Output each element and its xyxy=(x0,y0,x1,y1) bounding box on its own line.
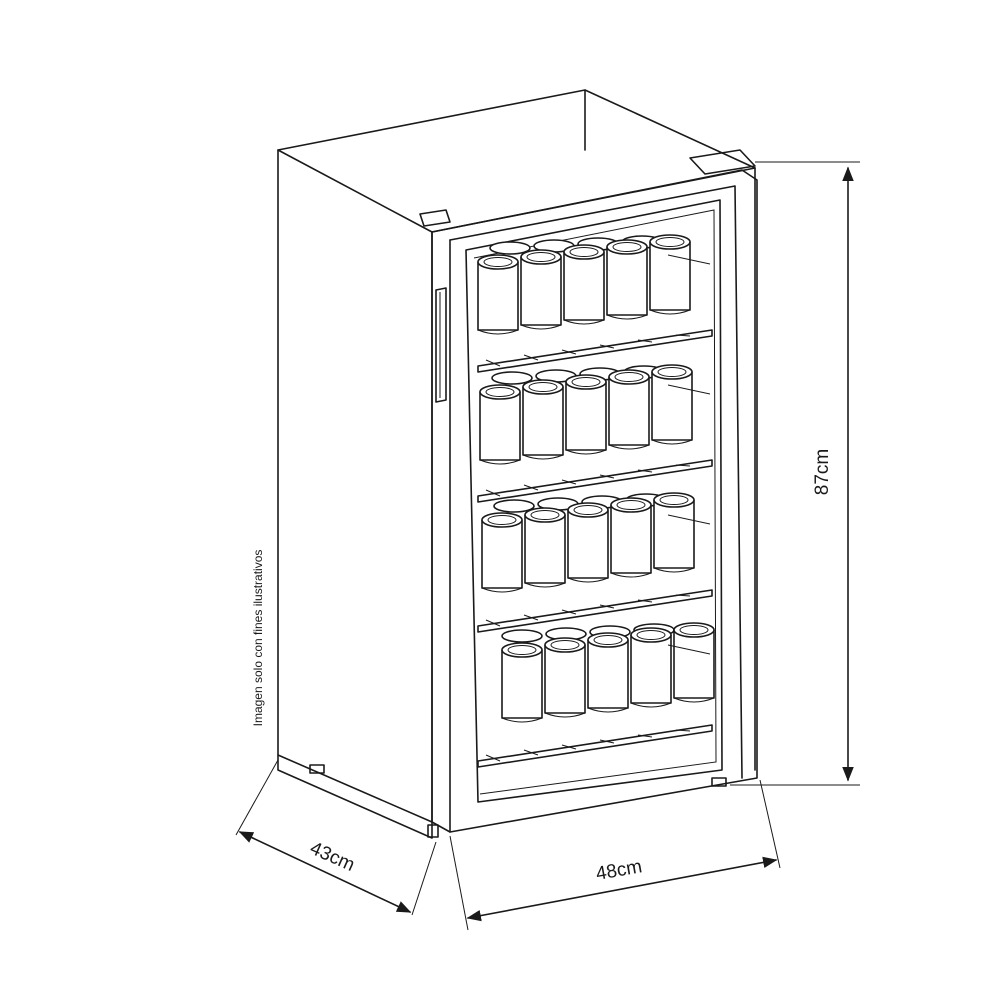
top-hinge xyxy=(689,149,756,175)
side-rail xyxy=(667,514,711,525)
shelf-wire xyxy=(637,469,653,473)
shelf-wire xyxy=(561,609,577,615)
shelf-wire xyxy=(523,749,539,756)
shelf-wire xyxy=(485,619,501,627)
can xyxy=(610,497,652,578)
shelves-and-cans xyxy=(477,234,715,768)
can xyxy=(653,492,695,573)
shelf-wire xyxy=(599,474,615,479)
shelf-wire xyxy=(561,479,577,485)
height-dimension: 87cm xyxy=(730,161,860,786)
shelf-tier xyxy=(477,622,715,768)
side-rail xyxy=(667,384,711,395)
side-rail xyxy=(667,644,711,655)
width-label: 48cm xyxy=(594,856,643,885)
wire-shelf xyxy=(477,329,713,373)
shelf-wire xyxy=(599,344,615,349)
wire-shelf xyxy=(477,459,713,503)
shelf-wire xyxy=(523,354,539,361)
can xyxy=(501,642,543,723)
can xyxy=(630,627,672,708)
shelf-wire xyxy=(523,484,539,491)
can xyxy=(651,364,693,445)
can xyxy=(477,254,519,335)
shelf-wire xyxy=(485,754,501,762)
can xyxy=(544,637,586,718)
depth-dimension: 43cm xyxy=(235,759,437,916)
shelf-wire xyxy=(523,614,539,621)
top-left-hinge xyxy=(419,209,451,227)
side-rail xyxy=(667,254,711,265)
can xyxy=(479,384,521,465)
can xyxy=(567,502,609,583)
can xyxy=(649,234,691,315)
can xyxy=(520,249,562,330)
shelf-tier xyxy=(477,364,713,503)
shelf-wire xyxy=(675,729,691,732)
can xyxy=(587,632,629,713)
shelf-wire xyxy=(561,744,577,750)
can-top xyxy=(493,499,535,513)
height-label: 87cm xyxy=(812,449,833,495)
can xyxy=(563,244,605,325)
can xyxy=(608,369,650,450)
can-top xyxy=(501,629,543,643)
wire-shelf xyxy=(477,589,713,633)
shelf-wire xyxy=(485,489,501,497)
disclaimer-text: Imagen solo con fines ilustrativos xyxy=(251,550,265,727)
shelf-wire xyxy=(675,334,691,337)
can xyxy=(481,512,523,593)
shelf-wire xyxy=(637,339,653,343)
depth-label: 43cm xyxy=(307,838,358,876)
shelf-wire xyxy=(675,594,691,597)
shelf-wire xyxy=(599,739,615,744)
can xyxy=(673,622,715,703)
can xyxy=(606,239,648,320)
shelf-tier xyxy=(477,492,713,633)
shelf-wire xyxy=(485,359,501,367)
can xyxy=(522,379,564,460)
wire-shelf xyxy=(477,724,713,768)
shelf-tier xyxy=(477,234,713,373)
shelf-wire xyxy=(637,734,653,738)
shelf-wire xyxy=(637,599,653,603)
can-top xyxy=(491,371,533,385)
shelf-wire xyxy=(599,604,615,609)
fridge-door xyxy=(419,149,758,833)
door-handle xyxy=(435,287,447,403)
shelf-wire xyxy=(561,349,577,355)
shelf-wire xyxy=(675,464,691,467)
can xyxy=(565,374,607,455)
can xyxy=(524,507,566,588)
can-top xyxy=(489,241,531,255)
